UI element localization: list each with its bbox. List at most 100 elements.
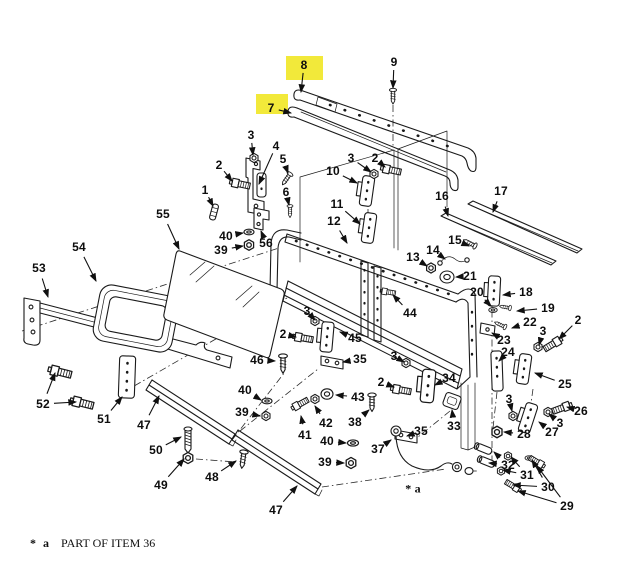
callout-3-307: 3 <box>303 304 311 318</box>
leader-line-3 <box>307 312 316 321</box>
callout-30-548: 30 <box>541 480 555 494</box>
leader-line-16 <box>442 206 449 218</box>
callout-a-413: * a <box>405 481 421 496</box>
callout-12-334: 12 <box>327 214 341 228</box>
part-rail-47b <box>231 429 323 497</box>
leader-line-44 <box>392 294 403 306</box>
leader-line-27 <box>538 421 548 430</box>
callout-35-421: 35 <box>414 424 428 438</box>
callout-6-286: 6 <box>282 185 290 199</box>
callout-39-242: 39 <box>235 405 249 419</box>
leader-line-15 <box>460 239 471 247</box>
part-seal-54 <box>92 284 180 353</box>
leader-line-9 <box>389 69 397 90</box>
callout-33-454: 33 <box>447 419 461 433</box>
callout-2-381: 2 <box>377 375 385 389</box>
leader-line-20 <box>483 298 492 307</box>
callout-56-266: 56 <box>259 236 273 250</box>
leader-line-8 <box>298 72 306 94</box>
leader-line-17 <box>492 201 499 214</box>
leader-line-34 <box>434 378 444 386</box>
part-plate-51 <box>117 355 137 399</box>
leader-line-51 <box>110 396 123 411</box>
callout-27-552: 27 <box>545 425 559 439</box>
callout-3-394: 3 <box>390 349 398 363</box>
callout-42-326: 42 <box>319 416 333 430</box>
leader-line-24 <box>498 353 507 362</box>
part-pin-1 <box>209 203 219 221</box>
callout-3-251: 3 <box>247 128 255 142</box>
callout-25-565: 25 <box>558 377 572 391</box>
leader-line-37 <box>382 439 392 448</box>
part-cable-37 <box>390 425 477 475</box>
leader-line-52 <box>53 399 78 406</box>
leader-line-22 <box>510 322 521 329</box>
callout-3-509: 3 <box>505 392 513 406</box>
leader-line-23 <box>491 332 501 340</box>
callout-5-283: 5 <box>279 152 287 166</box>
callout-51-104: 51 <box>97 412 111 426</box>
footnote-text: PART OF ITEM 36 <box>61 536 156 550</box>
callout-39-221: 39 <box>214 243 228 257</box>
callout-53-39: 53 <box>32 261 46 275</box>
callout-47-276: 47 <box>269 503 283 517</box>
leader-line-29 <box>536 465 561 498</box>
callout-8-304: 8 <box>300 58 308 72</box>
callout-32-508: 32 <box>501 458 515 472</box>
leader-line-47 <box>282 485 298 503</box>
callout-49-161: 49 <box>154 478 168 492</box>
callout-17-501: 17 <box>494 184 508 198</box>
callout-39-325: 39 <box>318 455 332 469</box>
callout-18-526: 18 <box>519 285 533 299</box>
callout-2-283: 2 <box>279 327 287 341</box>
callout-52-43: 52 <box>36 397 50 411</box>
leader-line-50 <box>165 436 182 446</box>
leader-line-2 <box>223 170 233 182</box>
part-screw-50 <box>183 426 193 454</box>
leader-line-39 <box>251 411 262 418</box>
leader-line-11 <box>344 210 361 225</box>
callout-21-470: 21 <box>463 269 477 283</box>
callout-34-449: 34 <box>442 371 456 385</box>
leader-line-30 <box>511 482 538 489</box>
leader-line-14 <box>436 251 446 260</box>
leader-line-43 <box>334 392 348 399</box>
leader-line-39 <box>231 244 245 251</box>
leader-line-3 <box>248 142 256 157</box>
leader-line-10 <box>342 175 358 184</box>
callout-45-355: 45 <box>348 331 362 345</box>
part-pad-33 <box>442 391 462 411</box>
leader-line-29 <box>516 490 557 504</box>
leader-line-38 <box>361 409 370 418</box>
part-spacer-32a <box>473 442 493 455</box>
leader-line-25 <box>533 372 555 381</box>
callout-23-504: 23 <box>497 333 511 347</box>
leader-line-3 <box>395 355 405 363</box>
callout-40-245: 40 <box>238 383 252 397</box>
callout-47-144: 47 <box>137 418 151 432</box>
leader-line-1 <box>206 196 214 207</box>
leader-line-30 <box>531 459 543 478</box>
leader-line-2 <box>287 332 298 339</box>
leader-line-2 <box>377 159 386 168</box>
callout-55-163: 55 <box>156 207 170 221</box>
leader-line-40 <box>252 393 262 401</box>
callout-44-410: 44 <box>403 306 417 320</box>
leader-line-56 <box>260 229 268 240</box>
callout-26-581: 26 <box>574 404 588 418</box>
callout-40-327: 40 <box>320 434 334 448</box>
callout-48-212: 48 <box>205 470 219 484</box>
callout-35-360: 35 <box>353 352 367 366</box>
leader-line-7 <box>278 107 293 115</box>
callout-3-351: 3 <box>347 151 355 165</box>
callout-28-524: 28 <box>517 427 531 441</box>
callout-54-79: 54 <box>72 240 86 254</box>
leader-line-35 <box>341 357 352 364</box>
leader-line-32 <box>487 460 498 468</box>
leader-line-13 <box>418 259 428 267</box>
leader-line-5 <box>282 164 289 175</box>
